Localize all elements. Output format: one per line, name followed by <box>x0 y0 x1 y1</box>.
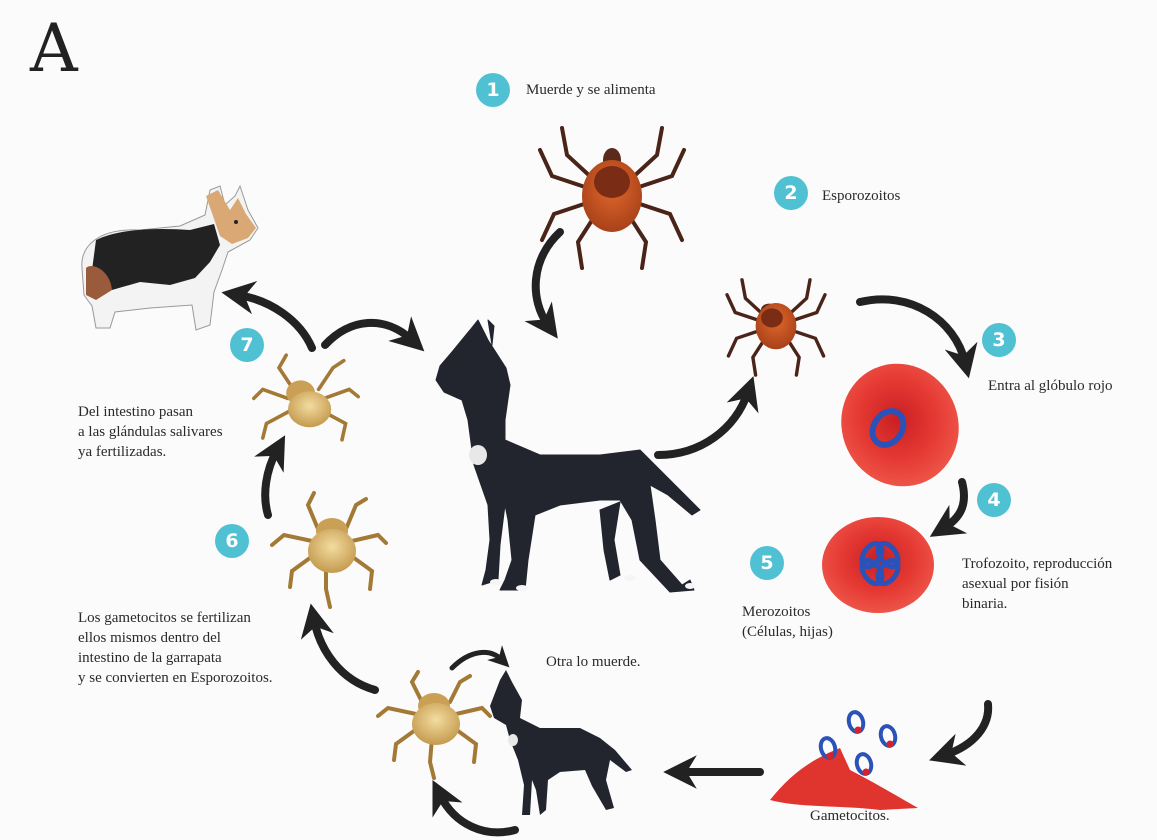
step-6-badge: 6 <box>215 524 249 558</box>
curved-arrow-icon <box>452 652 502 668</box>
gametocyte-icon <box>770 711 918 810</box>
step-7-line: Del intestino pasan <box>78 402 223 422</box>
step-6-line: y se convierten en Esporozoitos. <box>78 668 273 688</box>
red-blood-cell-icon <box>822 517 934 613</box>
adult-tick-icon <box>540 128 684 268</box>
step-5-label: Merozoitos (Células, hijas) <box>742 602 833 642</box>
curved-arrow-icon <box>945 704 988 755</box>
nymph-tick-icon <box>272 493 386 607</box>
curved-arrow-icon <box>265 450 277 515</box>
step-3-badge: 3 <box>982 323 1016 357</box>
adult-tick-icon <box>727 280 825 375</box>
nymph-tick-icon <box>254 355 358 440</box>
curved-arrow-icon <box>536 232 560 325</box>
corgi-icon <box>82 186 258 330</box>
panel-label: A <box>30 14 78 84</box>
step-6-line: intestino de la garrapata <box>78 648 273 668</box>
step-7-line: a las glándulas salivares <box>78 422 223 442</box>
step-4-line: binaria. <box>962 594 1112 614</box>
step-4-line: Trofozoito, reproducción <box>962 554 1112 574</box>
step-2-label: Esporozoitos <box>822 186 900 206</box>
step-5-line: Merozoitos <box>742 602 833 622</box>
step-1-label: Muerde y se alimenta <box>526 80 656 100</box>
curved-arrow-icon <box>440 795 515 832</box>
step-2-badge: 2 <box>774 176 808 210</box>
gametocitos-label: Gametocitos. <box>810 806 890 826</box>
step-3-label: Entra al glóbulo rojo <box>988 376 1113 396</box>
red-blood-cell-icon <box>821 344 979 505</box>
step-1-badge: 1 <box>476 73 510 107</box>
step-7-badge: 7 <box>230 328 264 362</box>
step-7-line: ya fertilizadas. <box>78 442 223 462</box>
step-5-line: (Células, hijas) <box>742 622 833 642</box>
curved-arrow-icon <box>314 620 375 690</box>
step-6-label: Los gametocitos se fertilizan ellos mism… <box>78 608 273 688</box>
great-dane-icon <box>490 670 632 815</box>
nymph-tick-icon <box>378 672 490 778</box>
step-5-badge: 5 <box>750 546 784 580</box>
step-4-label: Trofozoito, reproducción asexual por fis… <box>962 554 1112 614</box>
curved-arrow-icon <box>658 392 748 455</box>
step-6-line: Los gametocitos se fertilizan <box>78 608 273 628</box>
curved-arrow-icon <box>325 323 412 345</box>
step-4-line: asexual por fisión <box>962 574 1112 594</box>
step-6-line: ellos mismos dentro del <box>78 628 273 648</box>
otra-lo-muerde-label: Otra lo muerde. <box>546 652 641 672</box>
step-7-label: Del intestino pasan a las glándulas sali… <box>78 402 223 462</box>
curved-arrow-icon <box>860 299 965 362</box>
curved-arrow-icon <box>944 482 964 528</box>
step-4-badge: 4 <box>977 483 1011 517</box>
